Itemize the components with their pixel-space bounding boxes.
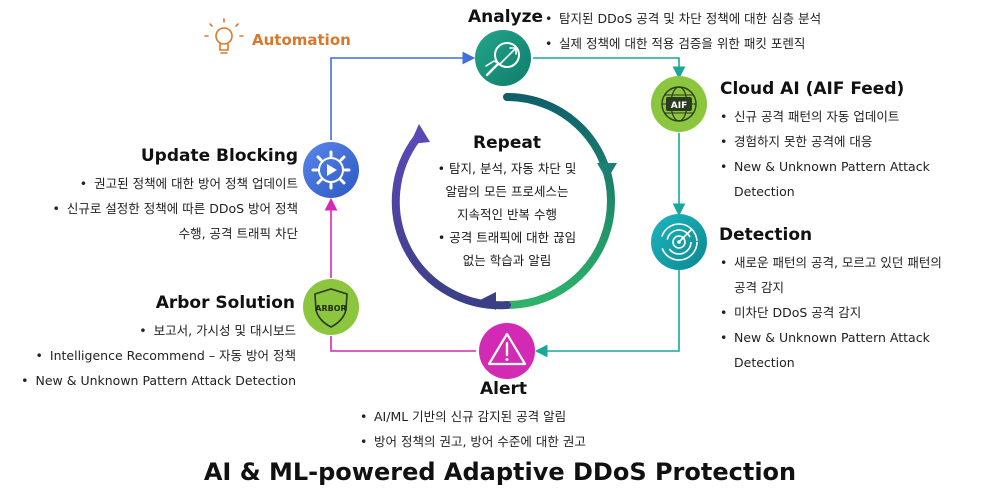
gear-play-icon bbox=[303, 142, 359, 198]
repeat-line: 알람의 모든 프로세스는 bbox=[445, 184, 569, 199]
main-title: AI & ML-powered Adaptive DDoS Protection bbox=[203, 458, 797, 486]
arbor-bullet: 보고서, 가시성 및 대시보드 bbox=[0, 318, 296, 343]
detection-bullets: 새로운 패턴의 공격, 모르고 있던 패턴의 공격 감지 미차단 DDoS 공격… bbox=[720, 250, 990, 375]
connector-update-to-analyze bbox=[330, 51, 476, 140]
alert-title: Alert bbox=[480, 379, 528, 399]
detection-bullet-continued: 공격 감지 bbox=[734, 280, 784, 295]
bullet-dot: • bbox=[437, 161, 449, 176]
magnifier-arrow-icon bbox=[475, 30, 531, 86]
analyze-bullet: 실제 정책에 대한 적용 검증을 위한 패킷 포렌직 bbox=[545, 31, 885, 56]
analyze-bullets: 탐지된 DDoS 공격 및 차단 정책에 대한 심층 분석 실제 정책에 대한 … bbox=[545, 6, 885, 56]
warning-triangle-icon bbox=[479, 323, 535, 379]
cloud-ai-bullet-continued: Detection bbox=[734, 184, 795, 199]
arbor-shield-icon: ARBOR bbox=[303, 279, 359, 335]
svg-text:AIF: AIF bbox=[671, 101, 687, 111]
connector-detection-to-alert bbox=[534, 270, 680, 358]
update-title: Update Blocking bbox=[140, 146, 298, 166]
analyze-title: Analyze bbox=[468, 7, 544, 27]
arbor-bullet: Intelligence Recommend – 자동 방어 정책 bbox=[0, 343, 296, 368]
repeat-ring bbox=[391, 93, 617, 310]
cloud-ai-bullets: 신규 공격 패턴의 자동 업데이트 경험하지 못한 공격에 대응 New & U… bbox=[720, 104, 980, 204]
repeat-line: • 탐지, 분석, 자동 차단 및 bbox=[412, 157, 602, 180]
connector-alert-to-arbor bbox=[330, 336, 476, 352]
ring-arrowhead-right bbox=[597, 163, 617, 180]
repeat-line: 없는 학습과 알림 bbox=[462, 253, 552, 268]
update-bullet-continued: 수행, 공격 트래픽 차단 bbox=[178, 226, 298, 241]
update-bullet: 신규로 설정한 정책에 따른 DDoS 방어 정책 bbox=[0, 196, 298, 221]
arbor-bullet: New & Unknown Pattern Attack Detection bbox=[0, 368, 296, 393]
svg-text:ARBOR: ARBOR bbox=[315, 304, 346, 313]
repeat-title: Repeat bbox=[473, 133, 541, 153]
detection-bullet: 미차단 DDoS 공격 감지 bbox=[720, 300, 990, 325]
alert-bullets: AI/ML 기반의 신규 감지된 공격 알림 방어 정책의 권고, 방어 수준에… bbox=[360, 404, 680, 454]
connector-analyze-to-cloud bbox=[533, 57, 686, 80]
repeat-line: 지속적인 반복 수행 bbox=[457, 207, 557, 222]
bullet-dot: • bbox=[437, 230, 450, 245]
cloud-ai-bullet: 신규 공격 패턴의 자동 업데이트 bbox=[720, 104, 980, 129]
cloud-ai-title: Cloud AI (AIF Feed) bbox=[720, 79, 905, 99]
update-bullets: 권고된 정책에 대한 방어 정책 업데이트 신규로 설정한 정책에 따른 DDo… bbox=[0, 171, 298, 246]
ring-arrowhead-bottom bbox=[480, 292, 496, 310]
cloud-ai-bullet: New & Unknown Pattern Attack bbox=[720, 154, 980, 179]
alert-bullet: 방어 정책의 권고, 방어 수준에 대한 권고 bbox=[360, 429, 680, 454]
detection-bullet: 새로운 패턴의 공격, 모르고 있던 패턴의 bbox=[720, 250, 990, 275]
repeat-line-text: 탐지, 분석, 자동 차단 및 bbox=[449, 161, 577, 176]
arbor-bullets: 보고서, 가시성 및 대시보드 Intelligence Recommend –… bbox=[0, 318, 296, 393]
alert-bullet: AI/ML 기반의 신규 감지된 공격 알림 bbox=[360, 404, 680, 429]
radar-icon bbox=[651, 214, 707, 270]
cloud-ai-bullet: 경험하지 못한 공격에 대응 bbox=[720, 129, 980, 154]
globe-aif-icon: AIF bbox=[651, 76, 707, 132]
ring-arrowhead-left bbox=[410, 124, 430, 144]
automation-label: Automation bbox=[252, 31, 351, 49]
connector-lines bbox=[324, 51, 686, 358]
repeat-line-text: 공격 트래픽에 대한 끊임 bbox=[449, 230, 577, 245]
detection-title: Detection bbox=[719, 225, 813, 245]
update-bullet: 권고된 정책에 대한 방어 정책 업데이트 bbox=[0, 171, 298, 196]
repeat-line: • 공격 트래픽에 대한 끊임 bbox=[412, 226, 602, 249]
repeat-lines: • 탐지, 분석, 자동 차단 및 알람의 모든 프로세스는 지속적인 반복 수… bbox=[412, 157, 602, 272]
lightbulb-icon bbox=[204, 18, 244, 54]
analyze-bullet: 탐지된 DDoS 공격 및 차단 정책에 대한 심층 분석 bbox=[545, 6, 885, 31]
detection-bullet-continued: Detection bbox=[734, 355, 795, 370]
arbor-title: Arbor Solution bbox=[155, 293, 295, 313]
detection-bullet: New & Unknown Pattern Attack bbox=[720, 325, 990, 350]
